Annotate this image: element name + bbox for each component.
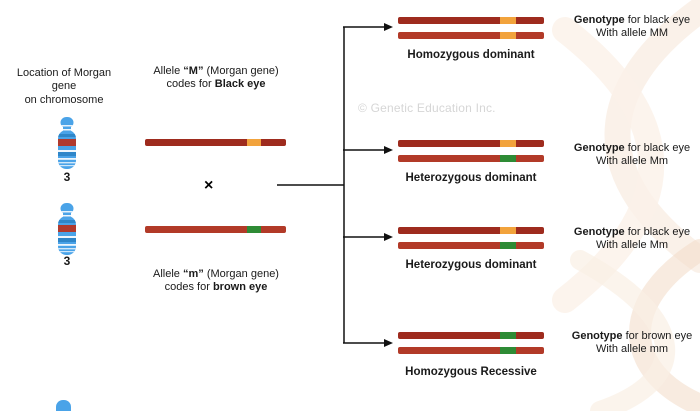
- offspring-chromosome-bar: [398, 17, 544, 24]
- recessive-allele-segment: [500, 347, 516, 354]
- arrow-icon: [384, 23, 393, 31]
- allele-m-prefix: Allele: [153, 268, 183, 280]
- allele-m-trait: brown eye: [212, 281, 268, 294]
- allele-M-trait: Black eye: [214, 78, 266, 91]
- offspring-chromosome-bar: [398, 332, 544, 339]
- chromosome-fragment-icon: [56, 400, 71, 411]
- chromosome-3-icon: [58, 117, 76, 169]
- parent-chromosome-bar-M: [145, 139, 286, 146]
- location-caption: Location of Morgan gene on chromosome: [16, 67, 112, 106]
- genotype-allele-line: With allele Mm: [595, 155, 669, 168]
- genotype-caption: Genotype for brown eye With allele mm: [558, 330, 700, 357]
- genotype-caption: Genotype for black eye With allele Mm: [558, 226, 700, 253]
- allele-m-suffix: (Morgan gene): [203, 268, 279, 280]
- dominant-allele-segment: [500, 17, 516, 24]
- offspring-group-label: Heterozygous dominant: [405, 259, 537, 271]
- chromosome-number-label: 3: [63, 254, 71, 268]
- genotype-allele-line: With allele Mm: [595, 239, 669, 252]
- genotype-word: Genotype: [571, 330, 623, 342]
- arrow-icon: [384, 233, 393, 241]
- parent-chromosome-bar-m: [145, 226, 286, 233]
- allele-M-caption: Allele “M” (Morgan gene) codes for Black…: [140, 65, 292, 92]
- dominant-allele-segment: [500, 140, 516, 147]
- offspring-chromosome-bar: [398, 155, 544, 162]
- offspring-chromosome-bar: [398, 227, 544, 234]
- recessive-allele-segment: [500, 155, 516, 162]
- allele-M-prefix: Allele: [153, 65, 184, 77]
- offspring-chromosome-bar: [398, 242, 544, 249]
- offspring-chromosome-bar: [398, 32, 544, 39]
- genotype-caption: Genotype for black eye With allele Mm: [558, 142, 700, 169]
- offspring-group-label: Homozygous Recessive: [405, 366, 537, 378]
- genotype-caption: Genotype for black eye With allele MM: [558, 14, 700, 41]
- dominant-allele-segment: [500, 32, 516, 39]
- recessive-allele-segment: [500, 332, 516, 339]
- genotype-allele-line: With allele mm: [595, 343, 669, 356]
- genotype-trait: for brown eye: [622, 330, 693, 342]
- allele-M-suffix: (Morgan gene): [203, 65, 279, 77]
- dominant-allele-segment: [246, 139, 261, 146]
- genotype-allele-line: With allele MM: [595, 27, 669, 40]
- allele-m-line2: codes for: [164, 281, 213, 294]
- offspring-group-label: Homozygous dominant: [407, 49, 535, 61]
- allele-M-line2: codes for: [166, 78, 215, 91]
- recessive-allele-segment: [500, 242, 516, 249]
- cross-symbol: ×: [204, 177, 214, 194]
- recessive-allele-segment: [246, 226, 261, 233]
- genotype-word: Genotype: [573, 142, 625, 154]
- arrow-icon: [384, 339, 393, 347]
- genotype-trait: for black eye: [624, 14, 691, 26]
- offspring-chromosome-bar: [398, 347, 544, 354]
- genotype-trait: for black eye: [624, 142, 691, 154]
- chromosome-3-icon: [58, 203, 76, 255]
- allele-m-symbol: “m”: [182, 268, 204, 280]
- genotype-word: Genotype: [573, 226, 625, 238]
- offspring-chromosome-bar: [398, 140, 544, 147]
- arrow-icon: [384, 146, 393, 154]
- chromosome-number-label: 3: [63, 170, 71, 184]
- allele-m-caption: Allele “m” (Morgan gene) codes for brown…: [140, 268, 292, 295]
- copyright-watermark: © Genetic Education Inc.: [358, 101, 496, 115]
- genotype-trait: for black eye: [624, 226, 691, 238]
- allele-M-symbol: “M”: [183, 65, 204, 77]
- morgan-gene-band: [58, 225, 76, 232]
- genotype-word: Genotype: [573, 14, 625, 26]
- offspring-group-label: Heterozygous dominant: [405, 172, 537, 184]
- morgan-gene-band: [58, 139, 76, 146]
- dominant-allele-segment: [500, 227, 516, 234]
